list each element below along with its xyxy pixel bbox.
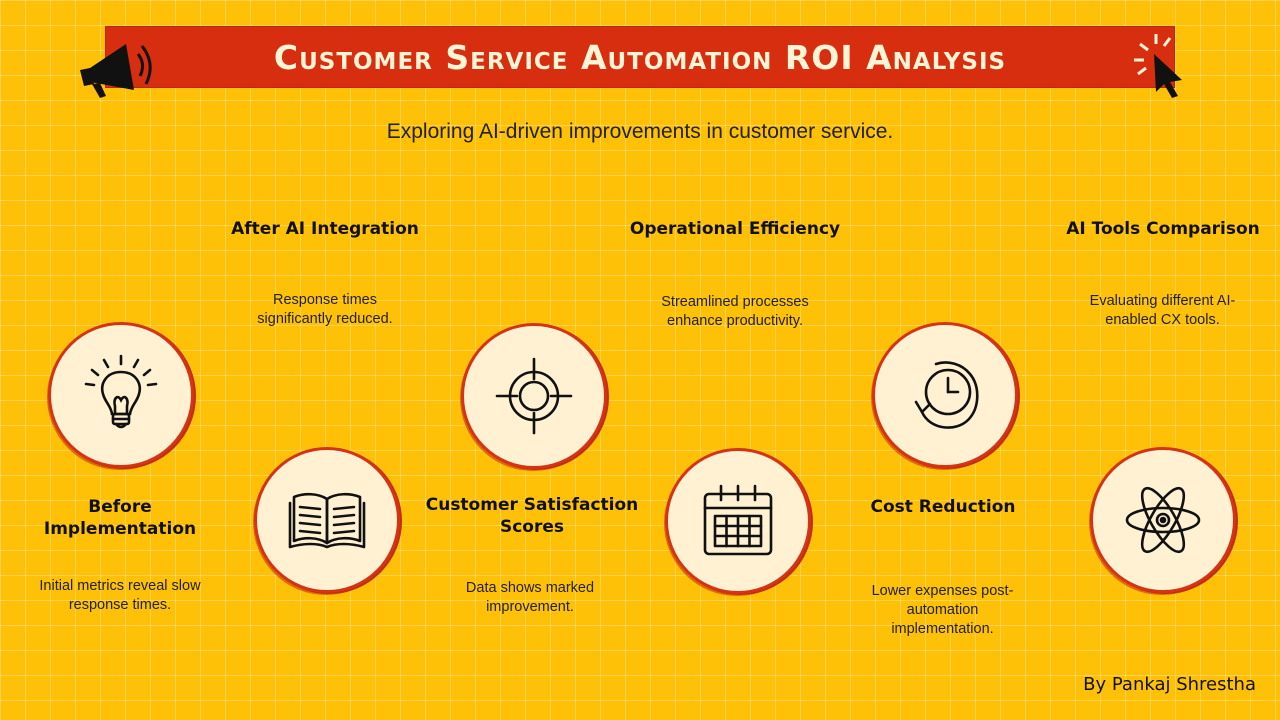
step-circle-customer-satisfaction-scores xyxy=(461,323,607,469)
step-desc-before-implementation: Initial metrics reveal slow response tim… xyxy=(39,578,201,613)
step-title-operational-efficiency: Operational Efficiency xyxy=(629,219,841,239)
step-circle-ai-tools-comparison xyxy=(1090,447,1236,593)
megaphone-icon xyxy=(80,44,152,98)
author-byline: By Pankaj Shrestha xyxy=(1083,674,1256,695)
step-desc-operational-efficiency: Streamlined processes enhance productivi… xyxy=(661,294,809,329)
atom-icon xyxy=(1125,486,1201,554)
step-title-after-ai-integration: After AI Integration xyxy=(231,219,419,239)
step-circle-operational-efficiency xyxy=(665,448,811,594)
step-desc-customer-satisfaction-scores: Data shows marked improvement. xyxy=(465,580,595,615)
step-circle-cost-reduction xyxy=(872,322,1018,468)
step-circle-after-ai-integration xyxy=(254,447,400,593)
step-title-customer-satisfaction-scores: Customer Satisfaction Scores xyxy=(425,495,639,537)
page-title: Customer Service Automation ROI Analysis xyxy=(273,37,1007,77)
open-book-icon xyxy=(288,492,366,549)
step-title-ai-tools-comparison: AI Tools Comparison xyxy=(1066,219,1260,239)
calendar-icon xyxy=(703,484,773,556)
step-title-cost-reduction: Cost Reduction xyxy=(870,497,1016,517)
target-icon xyxy=(495,357,573,435)
lightbulb-icon xyxy=(84,354,158,429)
step-circle-before-implementation xyxy=(48,322,194,468)
cursor-click-icon xyxy=(1134,34,1182,98)
step-desc-after-ai-integration: Response times significantly reduced. xyxy=(257,292,393,327)
step-desc-ai-tools-comparison: Evaluating different AI-enabled CX tools… xyxy=(1089,293,1236,328)
step-title-before-implementation: Before Implementation xyxy=(43,497,197,539)
subtitle: Exploring AI-driven improvements in cust… xyxy=(386,120,894,143)
step-desc-cost-reduction: Lower expenses post-automation implement… xyxy=(871,583,1014,637)
clock-icon xyxy=(914,361,979,429)
title-banner: Customer Service Automation ROI Analysis xyxy=(105,26,1175,88)
